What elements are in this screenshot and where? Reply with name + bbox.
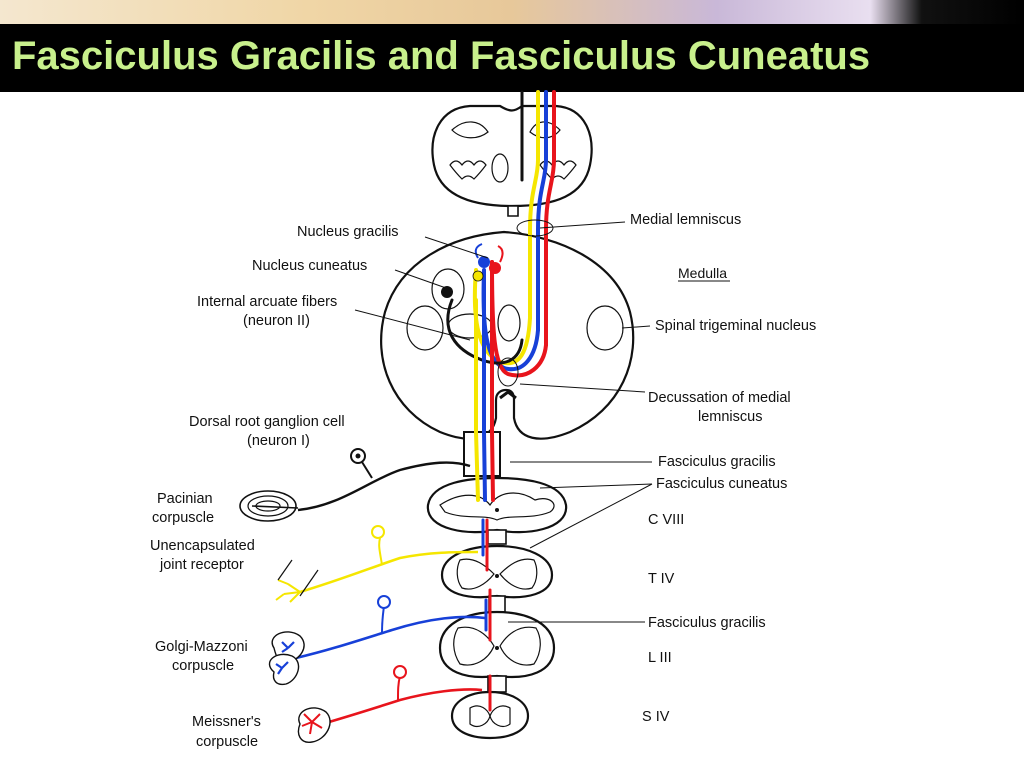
- label-golgi-corpuscle: corpuscle: [172, 658, 234, 674]
- label-pacinian-corpuscle: corpuscle: [152, 510, 214, 526]
- label-nucleus-cuneatus: Nucleus cuneatus: [252, 258, 367, 274]
- label-medulla: Medulla: [678, 265, 727, 281]
- diagram-labels: Nucleus gracilis Nucleus cuneatus Intern…: [150, 212, 816, 750]
- label-c8: C VIII: [648, 512, 684, 528]
- spinal-cord-l3: [438, 610, 556, 693]
- spinal-cord-t4: [440, 544, 554, 613]
- label-fasciculus-cuneatus: Fasciculus cuneatus: [656, 476, 787, 492]
- nuclei-neurons: [441, 243, 504, 298]
- peripheral-afferents: [239, 448, 486, 743]
- label-dorsal-root-ganglion: Dorsal root ganglion cell: [189, 414, 345, 430]
- label-nucleus-gracilis: Nucleus gracilis: [297, 224, 399, 240]
- slide-title: Fasciculus Gracilis and Fasciculus Cunea…: [12, 34, 871, 78]
- label-golgi-mazzoni: Golgi-Mazzoni: [155, 639, 248, 655]
- label-l3: L III: [648, 650, 672, 666]
- leader-lines: [354, 219, 730, 623]
- spinal-cord-s4: [450, 690, 530, 740]
- label-fasciculus-gracilis-lower: Fasciculus gracilis: [648, 615, 766, 631]
- label-decussation-medial: Decussation of medial: [648, 390, 791, 406]
- label-meissner-corpuscle: corpuscle: [196, 734, 258, 750]
- label-t4: T IV: [648, 571, 675, 587]
- label-meissner: Meissner's: [192, 714, 261, 730]
- label-pacinian: Pacinian: [157, 491, 213, 507]
- label-fasciculus-gracilis-upper: Fasciculus gracilis: [658, 454, 776, 470]
- label-spinal-trigeminal-nucleus: Spinal trigeminal nucleus: [655, 318, 816, 334]
- spinal-cord-c8: [426, 476, 568, 545]
- label-unencapsulated: Unencapsulated: [150, 538, 255, 554]
- brainstem-section: [431, 104, 593, 217]
- label-neuron-ii: (neuron II): [243, 313, 310, 329]
- label-internal-arcuate-fibers: Internal arcuate fibers: [197, 294, 337, 310]
- label-medial-lemniscus: Medial lemniscus: [630, 212, 741, 228]
- decorative-top-strip: [0, 0, 1024, 24]
- label-decussation-lemniscus: lemniscus: [698, 409, 762, 425]
- label-joint-receptor: joint receptor: [159, 557, 244, 573]
- title-bar: [0, 24, 1024, 92]
- label-s4: S IV: [642, 709, 670, 725]
- medulla-section: [380, 230, 635, 477]
- label-neuron-i: (neuron I): [247, 433, 310, 449]
